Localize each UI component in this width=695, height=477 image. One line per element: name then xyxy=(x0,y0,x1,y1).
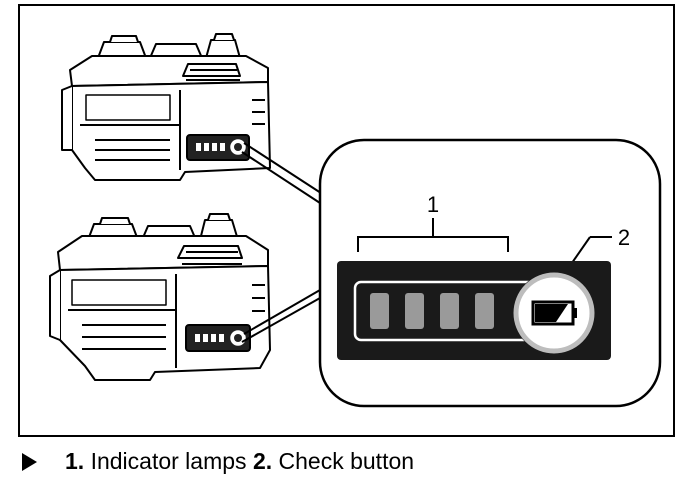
callout-2-number: 2 xyxy=(618,225,630,250)
indicator-lamp xyxy=(370,293,389,329)
caption-label: Check button xyxy=(278,448,415,474)
battery-upper xyxy=(61,33,271,181)
caption-arrow-icon xyxy=(22,453,37,471)
caption-number: 1. xyxy=(65,448,85,474)
battery-lower xyxy=(49,213,271,381)
indicator-lamp xyxy=(440,293,459,329)
battery-icon xyxy=(531,300,577,326)
lamps-bracket xyxy=(357,218,509,252)
check-button[interactable] xyxy=(513,272,595,354)
indicator-lamp xyxy=(405,293,424,329)
indicator-lamp xyxy=(475,293,494,329)
caption-number: 2. xyxy=(252,448,273,474)
callout-1-number: 1 xyxy=(427,192,439,217)
figure-caption: 1. Indicator lamps 2. Check button xyxy=(22,448,414,474)
leader-lines xyxy=(241,142,325,343)
battery-indicator-diagram: 1 2 xyxy=(18,4,675,437)
caption-label: Indicator lamps xyxy=(90,448,247,474)
